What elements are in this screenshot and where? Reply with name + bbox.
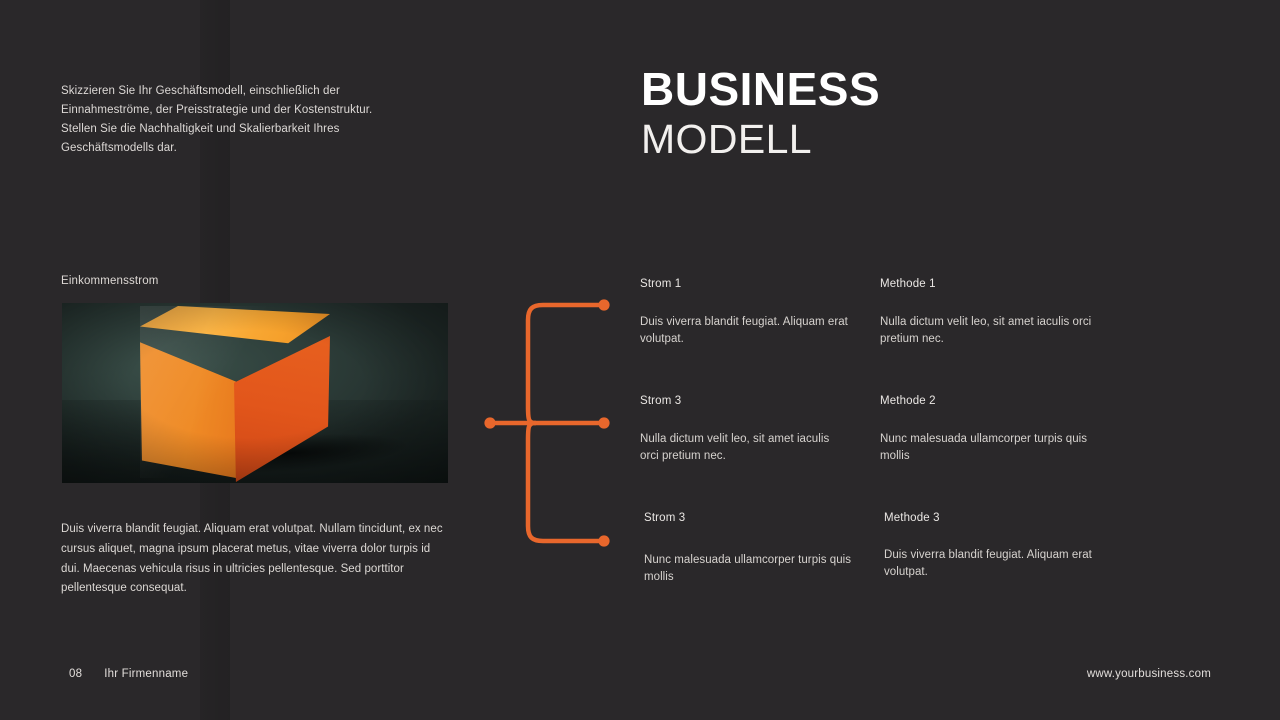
- connector-branch-bottom: [525, 420, 606, 544]
- website-url: www.yourbusiness.com: [1086, 668, 1211, 680]
- method-heading-2: Methode 2: [880, 395, 936, 407]
- page-number: 08: [69, 668, 83, 680]
- stream-heading-3: Strom 3: [644, 512, 686, 524]
- image-caption-label: Einkommensstrom: [61, 275, 159, 287]
- page-title: BUSINESS MODELL: [641, 63, 881, 163]
- orange-cube-image: [62, 303, 448, 483]
- intro-paragraph: Skizzieren Sie Ihr Geschäftsmodell, eins…: [61, 85, 373, 154]
- stream-body-1: Duis viverra blandit feugiat. Aliquam er…: [640, 315, 848, 346]
- stream-entry-2: Strom 3 Nulla dictum velit leo, sit amet…: [640, 395, 850, 465]
- method-entry-2: Methode 2 Nunc malesuada ullamcorper tur…: [880, 395, 1095, 465]
- connector-svg: [484, 299, 610, 547]
- company-name: Ihr Firmenname: [104, 668, 189, 680]
- brace-connector-diagram: [470, 280, 620, 570]
- stream-heading-2: Strom 3: [640, 395, 682, 407]
- method-body-1: Nulla dictum velit leo, sit amet iaculis…: [880, 315, 1092, 346]
- method-entry-3: Methode 3 Duis viverra blandit feugiat. …: [884, 512, 1099, 581]
- footer-left: 08 Ihr Firmenname: [69, 668, 188, 680]
- photo-scene: [62, 303, 448, 483]
- stream-entry-1: Strom 1 Duis viverra blandit feugiat. Al…: [640, 278, 850, 348]
- method-body-2: Nunc malesuada ullamcorper turpis quis m…: [880, 432, 1088, 463]
- connector-node-3: [598, 535, 610, 547]
- connector-node-1: [598, 299, 610, 311]
- stream-body-3: Nunc malesuada ullamcorper turpis quis m…: [644, 553, 852, 584]
- stream-entry-3: Strom 3 Nunc malesuada ullamcorper turpi…: [644, 512, 854, 586]
- title-sub: MODELL: [641, 115, 813, 162]
- connector-branch-top: [525, 302, 606, 426]
- connector-node-2: [598, 417, 610, 429]
- stream-heading-1: Strom 1: [640, 278, 682, 290]
- method-heading-3: Methode 3: [884, 512, 940, 524]
- photo-vignette: [62, 303, 448, 483]
- left-body-paragraph: Duis viverra blandit feugiat. Aliquam er…: [61, 523, 443, 595]
- connector-input-node: [484, 417, 496, 429]
- title-main: BUSINESS: [641, 63, 881, 115]
- stream-body-2: Nulla dictum velit leo, sit amet iaculis…: [640, 432, 830, 463]
- method-heading-1: Methode 1: [880, 278, 936, 290]
- method-entry-1: Methode 1 Nulla dictum velit leo, sit am…: [880, 278, 1095, 348]
- method-body-3: Duis viverra blandit feugiat. Aliquam er…: [884, 548, 1092, 579]
